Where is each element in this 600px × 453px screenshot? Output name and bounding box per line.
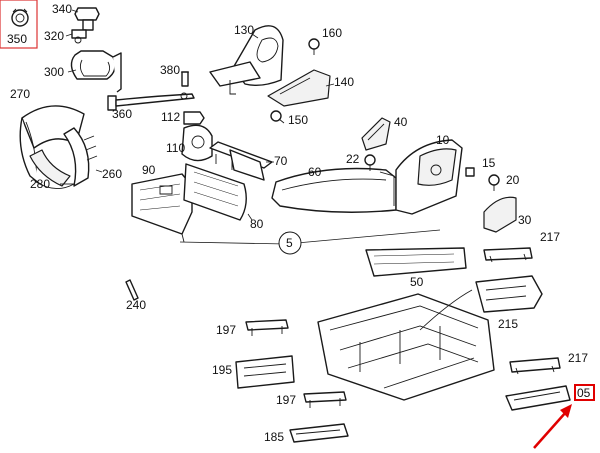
part-380[interactable]	[181, 71, 189, 87]
label-195: 195	[212, 363, 232, 377]
part-260[interactable]	[63, 127, 98, 187]
part-185[interactable]	[289, 423, 349, 443]
label-130: 130	[234, 23, 254, 37]
part-150[interactable]	[270, 110, 285, 124]
label-260: 260	[102, 167, 122, 181]
part-90[interactable]	[131, 173, 193, 243]
part-195[interactable]	[235, 355, 295, 389]
label-197-upper: 197	[216, 323, 236, 337]
label-5: 5	[286, 236, 293, 250]
label-320: 320	[44, 29, 64, 43]
label-217-lower: 217	[568, 351, 588, 365]
part-10[interactable]	[395, 139, 463, 215]
label-150: 150	[288, 113, 308, 127]
part-160[interactable]	[308, 38, 320, 55]
label-197-lower: 197	[276, 393, 296, 407]
part-30[interactable]	[483, 196, 517, 233]
label-112: 112	[161, 110, 180, 124]
part-350[interactable]	[0, 0, 38, 49]
part-80[interactable]	[183, 163, 247, 221]
part-lower-rail[interactable]	[505, 385, 571, 411]
part-217-lower[interactable]	[509, 357, 561, 375]
label-380: 380	[160, 63, 180, 77]
part-340[interactable]	[74, 7, 100, 31]
label-217-upper: 217	[540, 230, 560, 244]
label-05: 05	[577, 386, 591, 400]
label-90: 90	[142, 163, 156, 177]
label-300: 300	[44, 65, 64, 79]
part-197-upper[interactable]	[245, 319, 289, 336]
part-217-upper[interactable]	[483, 247, 533, 263]
part-300[interactable]	[70, 50, 122, 93]
part-197-lower[interactable]	[303, 391, 347, 408]
part-360[interactable]	[107, 92, 195, 111]
part-130[interactable]	[209, 25, 284, 95]
label-20: 20	[506, 173, 520, 187]
label-110: 110	[166, 141, 185, 155]
label-50: 50	[410, 275, 424, 289]
part-50[interactable]	[365, 247, 467, 277]
seat-base-frame[interactable]	[317, 293, 495, 401]
part-320[interactable]	[71, 29, 87, 44]
part-240[interactable]	[125, 279, 139, 301]
label-185: 185	[264, 430, 284, 444]
part-70[interactable]	[209, 141, 273, 181]
label-215: 215	[498, 317, 518, 331]
label-40: 40	[394, 115, 408, 129]
highlight-arrow	[533, 404, 572, 449]
part-112[interactable]	[183, 111, 205, 125]
label-270: 270	[10, 87, 30, 101]
label-280: 280	[30, 177, 50, 191]
label-60: 60	[308, 165, 322, 179]
part-140[interactable]	[267, 69, 331, 107]
callout-05[interactable]	[574, 384, 595, 401]
label-80: 80	[250, 217, 264, 231]
label-160: 160	[322, 26, 342, 40]
label-30: 30	[518, 213, 532, 227]
part-40[interactable]	[361, 117, 391, 151]
label-240: 240	[126, 298, 146, 312]
label-140: 140	[334, 75, 354, 89]
part-15[interactable]	[465, 167, 475, 177]
part-215[interactable]	[475, 275, 543, 313]
label-15: 15	[482, 156, 496, 170]
part-60[interactable]	[271, 167, 397, 213]
label-10: 10	[436, 133, 450, 147]
label-360: 360	[112, 107, 132, 121]
label-350: 350	[7, 32, 27, 46]
part-280[interactable]	[29, 149, 74, 187]
callout-5[interactable]	[278, 231, 302, 255]
label-340: 340	[52, 2, 72, 16]
part-22[interactable]	[364, 154, 376, 171]
part-110[interactable]	[181, 124, 213, 162]
part-20[interactable]	[488, 174, 500, 191]
label-70: 70	[274, 154, 288, 168]
label-22: 22	[346, 152, 360, 166]
